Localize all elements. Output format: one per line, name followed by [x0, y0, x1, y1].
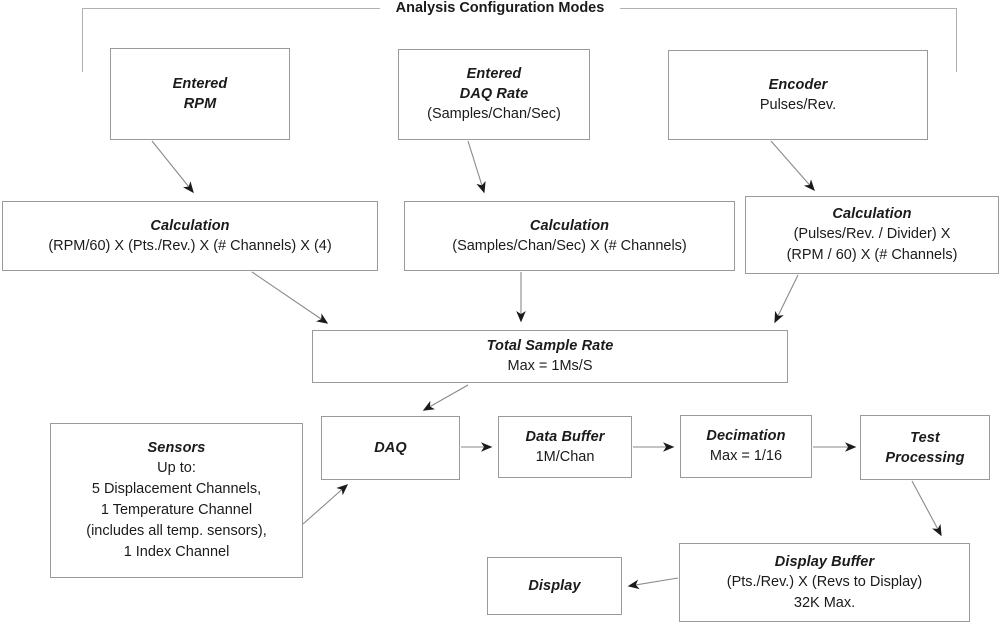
node-total-sample-rate-heading: Total Sample Rate — [486, 338, 614, 354]
node-encoder-heading: Encoder — [768, 76, 828, 93]
node-decimation-line1: Max = 1/16 — [709, 448, 783, 464]
node-entered-daq-rate-line1: (Samples/Chan/Sec) — [427, 106, 561, 122]
edge-calculation-encoder-to-total-sample-rate — [774, 274, 799, 324]
node-data-buffer[interactable]: Data Buffer 1M/Chan — [498, 416, 632, 478]
edge-total-sample-rate-to-daq — [422, 384, 469, 411]
node-total-sample-rate-line1: Max = 1Ms/S — [507, 358, 593, 374]
node-calculation-rpm-heading: Calculation — [150, 217, 230, 234]
node-calculation-encoder-line2: (RPM / 60) X (# Channels) — [786, 247, 958, 263]
node-display-buffer-line2: 32K Max. — [793, 594, 856, 611]
node-calculation-rpm-line1: (RPM/60) X (Pts./Rev.) X (# Channels) X … — [48, 237, 332, 254]
node-decimation[interactable]: Decimation Max = 1/16 — [680, 415, 812, 478]
node-entered-rpm[interactable]: Entered RPM — [110, 48, 290, 140]
node-sensors-line4: (includes all temp. sensors), — [86, 523, 267, 539]
node-display-heading: Display — [528, 578, 581, 594]
node-total-sample-rate[interactable]: Total Sample Rate Max = 1Ms/S — [312, 330, 788, 383]
node-sensors-line2: 5 Displacement Channels, — [91, 481, 262, 497]
node-daq-heading: DAQ — [374, 440, 407, 456]
node-display-buffer-line1: (Pts./Rev.) X (Revs to Display) — [726, 573, 923, 590]
node-display-buffer[interactable]: Display Buffer (Pts./Rev.) X (Revs to Di… — [679, 543, 970, 622]
node-entered-daq-rate-heading2: DAQ Rate — [459, 86, 529, 102]
node-display[interactable]: Display — [487, 557, 622, 615]
node-sensors-line1: Up to: — [157, 460, 196, 476]
node-calculation-rpm[interactable]: Calculation (RPM/60) X (Pts./Rev.) X (# … — [2, 201, 378, 271]
node-sensors[interactable]: Sensors Up to: 5 Displacement Channels, … — [50, 423, 303, 578]
node-display-buffer-heading: Display Buffer — [774, 553, 875, 570]
node-calculation-daq-heading: Calculation — [529, 217, 610, 234]
node-encoder-line1: Pulses/Rev. — [759, 96, 837, 113]
edge-display-buffer-to-display — [627, 577, 679, 590]
node-sensors-line5: 1 Index Channel — [123, 544, 230, 560]
diagram-title: Analysis Configuration Modes — [380, 0, 620, 17]
node-calculation-encoder-heading: Calculation — [832, 206, 912, 222]
node-test-processing-heading2: Processing — [885, 449, 965, 466]
node-calculation-daq-line1: (Samples/Chan/Sec) X (# Channels) — [452, 237, 687, 254]
node-entered-rpm-heading: Entered — [172, 76, 228, 92]
node-daq[interactable]: DAQ — [321, 416, 460, 480]
node-encoder[interactable]: Encoder Pulses/Rev. — [668, 50, 928, 140]
node-data-buffer-line1: 1M/Chan — [535, 448, 595, 465]
node-sensors-line3: 1 Temperature Channel — [100, 502, 253, 518]
node-entered-daq-rate[interactable]: Entered DAQ Rate (Samples/Chan/Sec) — [398, 49, 590, 140]
node-calculation-encoder[interactable]: Calculation (Pulses/Rev. / Divider) X (R… — [745, 196, 999, 274]
edge-sensors-to-daq — [302, 484, 349, 525]
edge-entered-rpm-to-calculation-rpm — [151, 140, 194, 194]
node-sensors-heading: Sensors — [147, 440, 206, 456]
node-calculation-encoder-line1: (Pulses/Rev. / Divider) X — [793, 226, 951, 242]
node-test-processing-heading1: Test — [910, 429, 940, 446]
edge-encoder-to-calculation-encoder — [770, 140, 815, 192]
edge-daq-rate-to-calculation-daq — [467, 140, 486, 194]
edge-test-processing-to-display-buffer — [911, 480, 942, 537]
node-data-buffer-heading: Data Buffer — [525, 428, 605, 445]
node-decimation-heading: Decimation — [706, 428, 786, 444]
node-calculation-daq[interactable]: Calculation (Samples/Chan/Sec) X (# Chan… — [404, 201, 735, 271]
node-entered-daq-rate-heading1: Entered — [466, 66, 522, 82]
node-entered-rpm-line1: RPM — [183, 96, 217, 112]
node-test-processing[interactable]: Test Processing — [860, 415, 990, 480]
edge-calculation-rpm-to-total-sample-rate — [251, 271, 329, 324]
